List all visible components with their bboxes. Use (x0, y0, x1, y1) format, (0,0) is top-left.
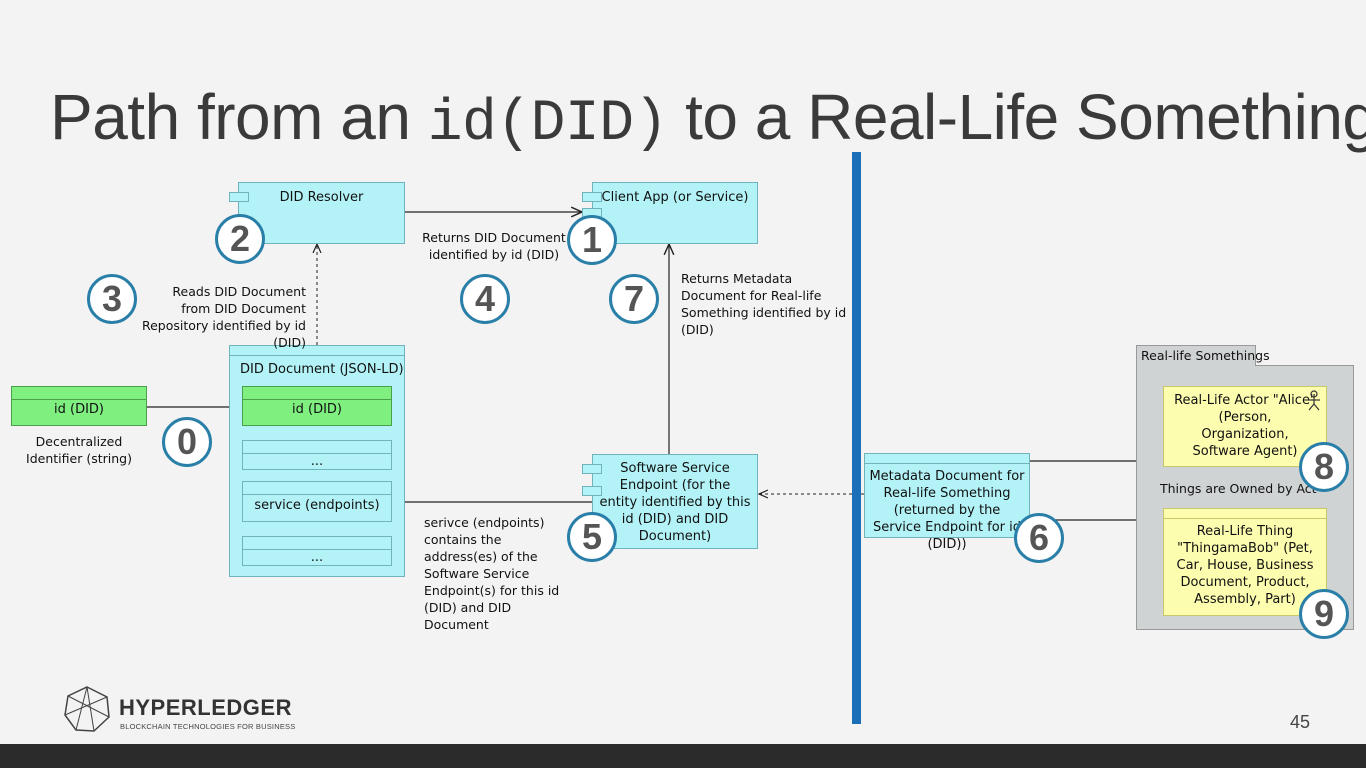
step-3-badge: 3 (87, 274, 137, 324)
logo-tagline: BLOCKCHAIN TECHNOLOGIES FOR BUSINESS (120, 722, 296, 731)
step-6-badge: 6 (1014, 513, 1064, 563)
step-7-badge: 7 (609, 274, 659, 324)
did-doc-id-field: id (DID) (242, 386, 392, 426)
step-4-badge: 4 (460, 274, 510, 324)
id-did-box: id (DID) (11, 386, 147, 426)
page-number: 45 (1290, 712, 1311, 732)
section-divider (852, 152, 861, 724)
service-note-label: serivce (endpoints) contains the address… (424, 515, 560, 632)
step-1-badge: 1 (567, 215, 617, 265)
title-code: id(DID) (427, 92, 669, 157)
footer-bar (0, 744, 1366, 768)
step-9-badge: 9 (1299, 589, 1349, 639)
did-doc-dots-1-label: ... (310, 454, 324, 469)
software-endpoint-box: Software Service Endpoint (for the entit… (592, 454, 758, 549)
title-prefix: Path from an (50, 81, 428, 153)
decentralized-label: Decentralized Identifier (string) (26, 434, 132, 466)
actor-label: Real-Life Actor "Alice" (Person, Organiz… (1174, 393, 1316, 459)
endpoint-component-tab-2 (582, 486, 602, 496)
step-5-badge: 5 (567, 512, 617, 562)
thing-label: Real-Life Thing "ThingamaBob" (Pet, Car,… (1176, 524, 1314, 607)
did-resolver-label: DID Resolver (279, 190, 364, 205)
thing-box: Real-Life Thing "ThingamaBob" (Pet, Car,… (1163, 508, 1327, 616)
did-doc-service-label: service (endpoints) (254, 498, 380, 513)
owned-label: Things are Owned by Act (1160, 481, 1317, 496)
did-doc-id-label: id (DID) (292, 402, 342, 417)
did-doc-service-field: service (endpoints) (242, 481, 392, 522)
did-doc-field-dots-1: ... (242, 440, 392, 470)
metadata-doc-label: Metadata Document for Real-life Somethin… (869, 469, 1025, 552)
step-2-badge: 2 (215, 214, 265, 264)
hyperledger-logo-icon (64, 686, 110, 732)
client-app-label: Client App (or Service) (601, 190, 749, 205)
actor-icon (1308, 390, 1320, 411)
slide-title: Path from an id(DID) to a Real-Life Some… (50, 80, 1366, 157)
logo-name: HYPERLEDGER (119, 695, 292, 720)
title-suffix: to a Real-Life Something (667, 81, 1366, 153)
actor-box: Real-Life Actor "Alice" (Person, Organiz… (1163, 386, 1327, 467)
endpoint-component-tab (582, 464, 602, 474)
id-did-label: id (DID) (54, 402, 104, 417)
metadata-doc-box: Metadata Document for Real-life Somethin… (864, 453, 1030, 552)
client-app-component-tab (582, 192, 602, 202)
returns-meta-label: Returns Metadata Document for Real-life … (681, 271, 847, 337)
did-resolver-component-tab (229, 192, 249, 202)
returns-did-label: Returns DID Document identified by id (D… (422, 230, 566, 262)
real-life-group-label: Real-life Somethings (1141, 348, 1270, 363)
did-doc-dots-2-label: ... (310, 550, 324, 565)
did-document-label: DID Document (JSON-LD) (240, 362, 404, 377)
did-resolver-box: DID Resolver (238, 182, 405, 244)
reads-label: Reads DID Document from DID Document Rep… (141, 284, 306, 350)
step-8-badge: 8 (1299, 442, 1349, 492)
software-endpoint-label: Software Service Endpoint (for the entit… (599, 461, 751, 544)
step-0-badge: 0 (162, 417, 212, 467)
did-doc-field-dots-2: ... (242, 536, 392, 566)
client-app-box: Client App (or Service) (592, 182, 758, 244)
real-life-group-tab: Real-life Somethings (1136, 345, 1270, 366)
